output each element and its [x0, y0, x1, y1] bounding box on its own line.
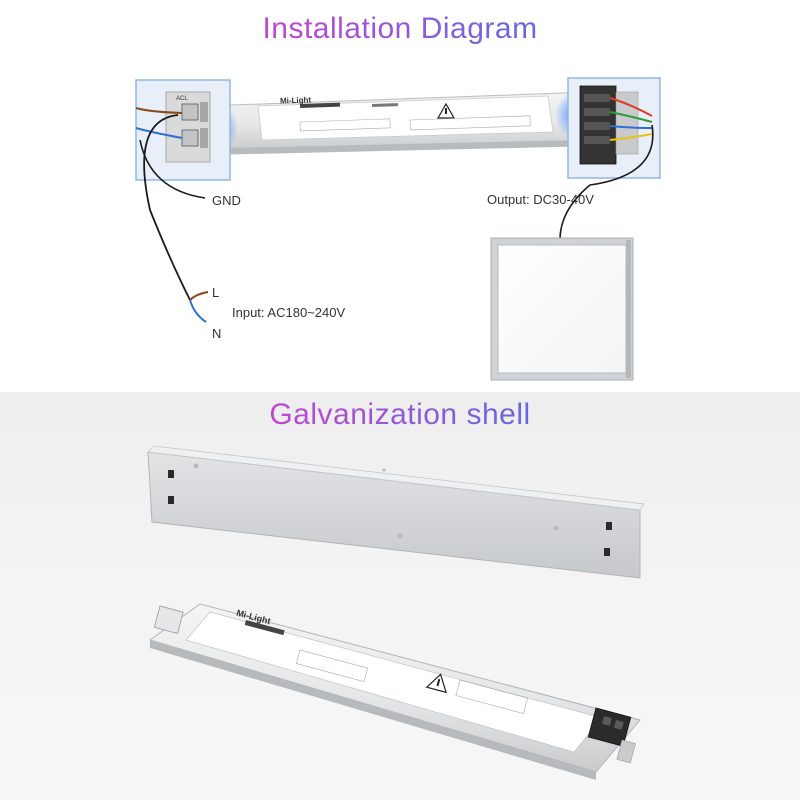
output-terminal-detail [555, 77, 661, 179]
installation-section [0, 0, 800, 392]
galvanization-section [0, 392, 800, 800]
installation-diagram-title: Installation Diagram [0, 12, 800, 46]
input-cable [143, 114, 209, 323]
terminal-label: ACL [176, 96, 188, 102]
input-terminal-detail: ACL [135, 79, 238, 181]
galvanization-shell-title: Galvanization shell [0, 398, 800, 432]
output-label: Output: DC30-40V [487, 192, 594, 207]
caution-icon [436, 102, 456, 119]
neutral-label: N [212, 326, 222, 341]
led-panel [490, 237, 634, 381]
gnd-label: GND [212, 193, 241, 208]
input-label: Input: AC180~240V [232, 305, 346, 320]
ground-wire [139, 139, 206, 199]
brand-label-top: Mi-Light [279, 95, 312, 106]
live-label: L [212, 285, 220, 300]
caution-icon [425, 673, 447, 694]
led-driver-bottom [148, 603, 641, 780]
output-cable [559, 124, 654, 241]
galvanized-shell-back [147, 445, 645, 579]
